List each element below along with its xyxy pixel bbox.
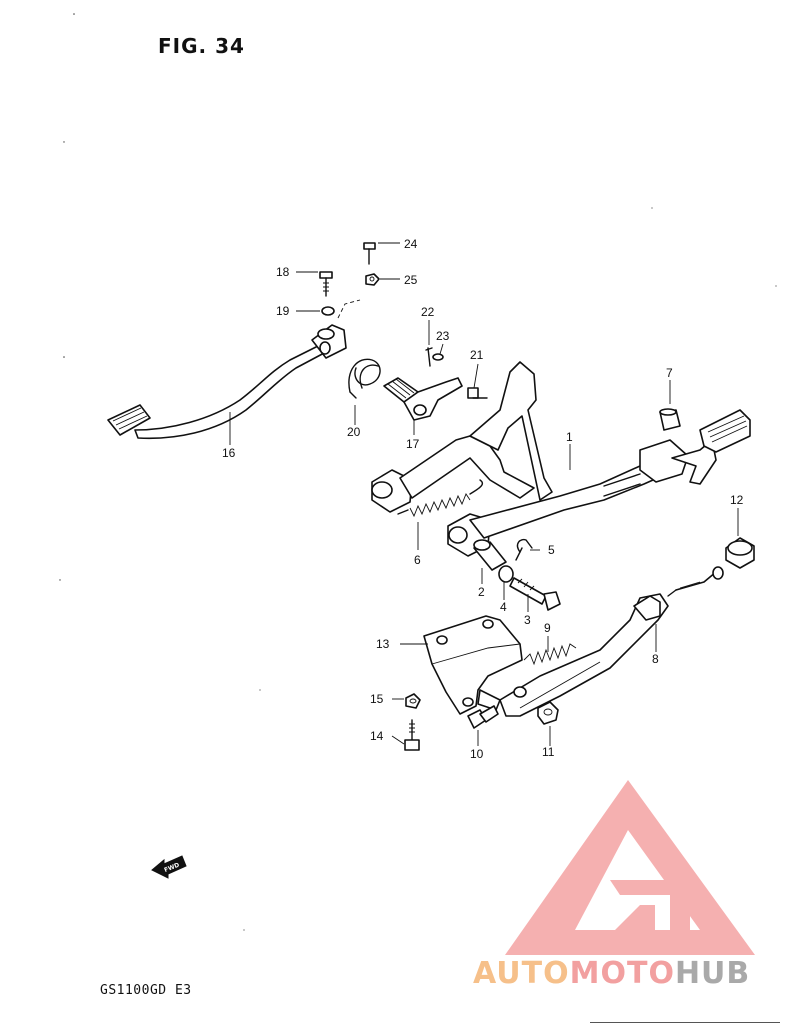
- callout-5: 5: [548, 543, 555, 557]
- spring-part-20: [348, 358, 381, 399]
- callout-12: 12: [730, 493, 744, 507]
- callout-9: 9: [544, 621, 551, 635]
- cap-part-12: [725, 537, 755, 569]
- callout-13: 13: [376, 637, 390, 651]
- frame-line: [590, 1022, 780, 1023]
- side-stand-part-8: [499, 566, 724, 717]
- pin-part-21: [467, 387, 488, 399]
- callout-17: 17: [406, 437, 420, 451]
- bracket-part-13: [423, 615, 523, 715]
- bolt-part-24: [363, 242, 376, 265]
- callout-22: 22: [421, 305, 435, 319]
- callout-labels: 1 2 3 4 5 6 7 8 9 10 11 12 13 14 15 16 1…: [222, 237, 744, 761]
- callout-8: 8: [652, 652, 659, 666]
- stand-spring-part-6: [397, 479, 484, 518]
- scan-specks: [59, 13, 777, 931]
- callout-15: 15: [370, 692, 384, 706]
- callout-6: 6: [414, 553, 421, 567]
- bolt-part-10: [467, 705, 499, 729]
- callout-16: 16: [222, 446, 236, 460]
- callout-14: 14: [370, 729, 384, 743]
- spring-part-9: [523, 643, 577, 666]
- callout-1: 1: [566, 430, 573, 444]
- pivot-arm-part-17: [383, 377, 463, 421]
- bolt-part-14: [404, 719, 420, 751]
- callout-23: 23: [436, 329, 450, 343]
- callout-18: 18: [276, 265, 290, 279]
- callout-21: 21: [470, 348, 484, 362]
- model-code: GS1100GD E3: [100, 983, 192, 998]
- bolt-part-3: [509, 577, 561, 611]
- figure-title: FIG. 34: [158, 34, 245, 58]
- watermark-text-moto: MOTO: [570, 956, 675, 991]
- callout-2: 2: [478, 585, 485, 599]
- svg-text:AUTOMOTOHUB: AUTOMOTOHUB: [473, 956, 750, 991]
- nut-part-25: [365, 273, 380, 286]
- callout-24: 24: [404, 237, 418, 251]
- callout-25: 25: [404, 273, 418, 287]
- bolt-part-18: [319, 271, 333, 297]
- nut-part-15: [405, 693, 421, 709]
- clip-part-5: [515, 538, 533, 561]
- callout-19: 19: [276, 304, 290, 318]
- cap-part-7: [659, 408, 681, 431]
- collar-part-2: [473, 539, 507, 571]
- callout-3: 3: [524, 613, 531, 627]
- nut-part-11: [537, 701, 559, 725]
- callout-20: 20: [347, 425, 361, 439]
- cotter-pin-part-22: [425, 347, 433, 367]
- washer-part-23: [432, 353, 444, 361]
- leader-lines: [229, 242, 739, 746]
- watermark-text-auto: AUTO: [473, 956, 570, 991]
- watermark-logo: [505, 780, 755, 955]
- center-stand-part-1: [371, 361, 751, 557]
- watermark-text-hub: HUB: [675, 956, 750, 991]
- callout-10: 10: [470, 747, 484, 761]
- callout-7: 7: [666, 366, 673, 380]
- washer-part-4: [498, 565, 514, 583]
- brake-pedal-part-16: [107, 324, 347, 440]
- washer-part-19: [321, 306, 335, 316]
- callout-4: 4: [500, 600, 507, 614]
- fwd-arrow-icon: FWD: [151, 855, 187, 879]
- callout-11: 11: [542, 745, 555, 759]
